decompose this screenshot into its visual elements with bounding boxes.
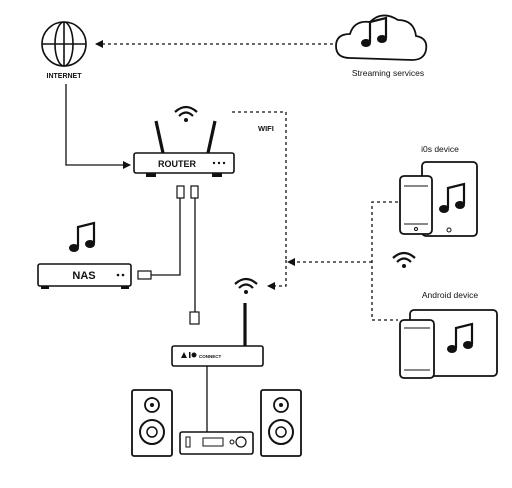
- router-icon: [133, 120, 235, 177]
- streaming-services-label: Streaming services: [352, 68, 424, 78]
- streamer-wifi-icon: [233, 277, 259, 296]
- router-to-nas-cable: [151, 198, 181, 276]
- amplifier-icon: [179, 431, 254, 455]
- router-label: ROUTER: [158, 159, 197, 169]
- tablet-icon: [421, 161, 478, 237]
- wifi-router-link: [232, 111, 287, 260]
- streamer-plug-icon: [189, 311, 200, 325]
- globe-icon: [41, 21, 87, 67]
- wifi-label: WIFI: [258, 124, 274, 133]
- nas-music-note-icon: [67, 221, 97, 254]
- ethernet-plug-icon: [176, 185, 199, 199]
- streamer-icon: [171, 303, 264, 367]
- cloud-icon: [335, 14, 428, 61]
- ios-device-label: i0s device: [421, 144, 459, 154]
- android-phone-icon: [399, 319, 435, 379]
- right-speaker-icon: [260, 389, 302, 457]
- android-device-label: Android device: [422, 290, 479, 300]
- nas-icon: [37, 263, 152, 289]
- left-speaker-icon: [131, 389, 173, 457]
- devices-to-streamer-link: [371, 201, 398, 321]
- internet-label: INTERNET: [47, 73, 83, 80]
- internet-to-router-link: [65, 84, 131, 169]
- streamer-brand-label: CONNECT: [199, 354, 222, 359]
- nas-label: NAS: [72, 270, 95, 282]
- router-wifi-icon: [173, 105, 199, 124]
- phone-icon: [399, 175, 433, 235]
- wifi-to-streamer-link: [267, 260, 287, 290]
- devices-wifi-icon: [391, 251, 417, 270]
